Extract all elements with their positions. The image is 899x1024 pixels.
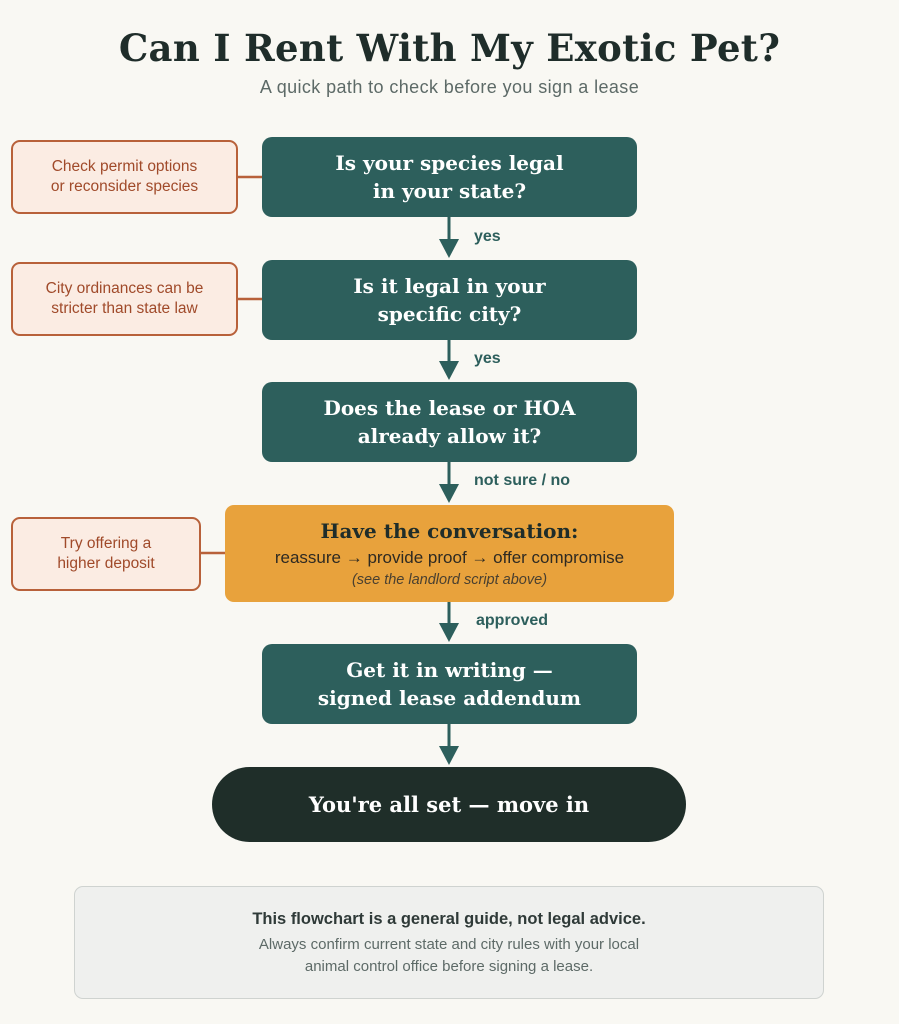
arrowhead-5 [439, 746, 459, 765]
side-note-city-line2: stricter than state law [51, 300, 198, 317]
step-get-in-writing: Get it in writing — signed lease addendu… [262, 644, 637, 724]
page-title: Can I Rent With My Exotic Pet? [118, 26, 781, 70]
arrowhead-1 [439, 239, 459, 258]
conversation-steps: reassure → provide proof → offer comprom… [274, 547, 625, 567]
step-conversation: Have the conversation: reassure → provid… [225, 505, 674, 602]
disclaimer-line2: animal control office before signing a l… [304, 957, 594, 975]
disclaimer-box: This flowchart is a general guide, not l… [74, 886, 824, 999]
final-step: You're all set — move in [212, 767, 686, 842]
step-city-legal: Is it legal in your specific city? [262, 260, 637, 340]
step-writing-line1: Get it in writing — [346, 658, 553, 682]
side-note-city-line1: City ordinances can be [45, 280, 204, 297]
conversation-heading: Have the conversation: [320, 518, 579, 543]
step-lease-allow: Does the lease or HOA already allow it? [262, 382, 637, 462]
edge-label-approved: approved [476, 612, 549, 629]
side-note-permit: Check permit options or reconsider speci… [11, 140, 238, 214]
side-note-permit-line2: or reconsider species [50, 178, 199, 195]
side-note-deposit: Try offering a higher deposit [11, 517, 201, 591]
page-subtitle: A quick path to check before you sign a … [259, 77, 640, 97]
edge-label-yes-1: yes [474, 228, 501, 245]
conversation-note: (see the landlord script above) [351, 571, 548, 588]
step-state-legal: Is your species legal in your state? [262, 137, 637, 217]
step-state-legal-line2: in your state? [372, 179, 527, 203]
arrowhead-2 [439, 361, 459, 380]
step-city-legal-line1: Is it legal in your [353, 274, 546, 298]
side-note-deposit-line2: higher deposit [57, 555, 155, 572]
step-state-legal-line1: Is your species legal [335, 151, 564, 175]
arrowhead-4 [439, 623, 459, 642]
side-note-permit-line1: Check permit options [51, 158, 198, 175]
disclaimer-heading: This flowchart is a general guide, not l… [252, 909, 646, 928]
side-note-city: City ordinances can be stricter than sta… [11, 262, 238, 336]
side-note-deposit-line1: Try offering a [60, 535, 152, 552]
disclaimer-line1: Always confirm current state and city ru… [258, 935, 640, 953]
step-lease-allow-line1: Does the lease or HOA [323, 396, 576, 420]
edge-label-yes-2: yes [474, 350, 501, 367]
arrowhead-3 [439, 484, 459, 503]
edge-label-not-sure: not sure / no [474, 472, 570, 489]
step-writing-line2: signed lease addendum [317, 686, 582, 710]
step-city-legal-line2: specific city? [377, 302, 522, 326]
step-lease-allow-line2: already allow it? [357, 424, 542, 448]
